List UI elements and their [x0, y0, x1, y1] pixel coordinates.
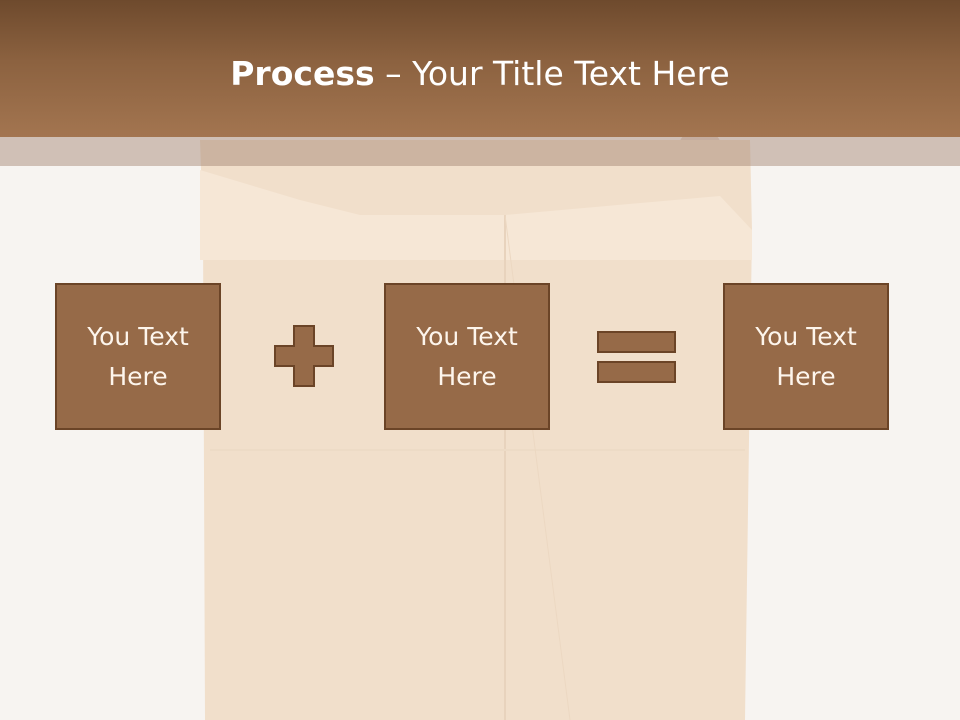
process-box-1-text: You Text Here — [87, 321, 189, 391]
process-box-3-text: You Text Here — [755, 321, 857, 391]
slide-title-bold: Process — [230, 54, 375, 93]
title-band — [0, 0, 960, 137]
process-box-2-text: You Text Here — [416, 321, 518, 391]
equals-icon — [597, 331, 676, 383]
process-box-1[interactable]: You Text Here — [55, 283, 221, 430]
process-box-3[interactable]: You Text Here — [723, 283, 889, 430]
slide-title: Process – Your Title Text Here — [0, 52, 960, 96]
title-accent-strip — [0, 137, 960, 166]
process-box-2[interactable]: You Text Here — [384, 283, 550, 430]
slide-title-rest: – Your Title Text Here — [374, 54, 730, 93]
plus-icon — [274, 325, 334, 387]
